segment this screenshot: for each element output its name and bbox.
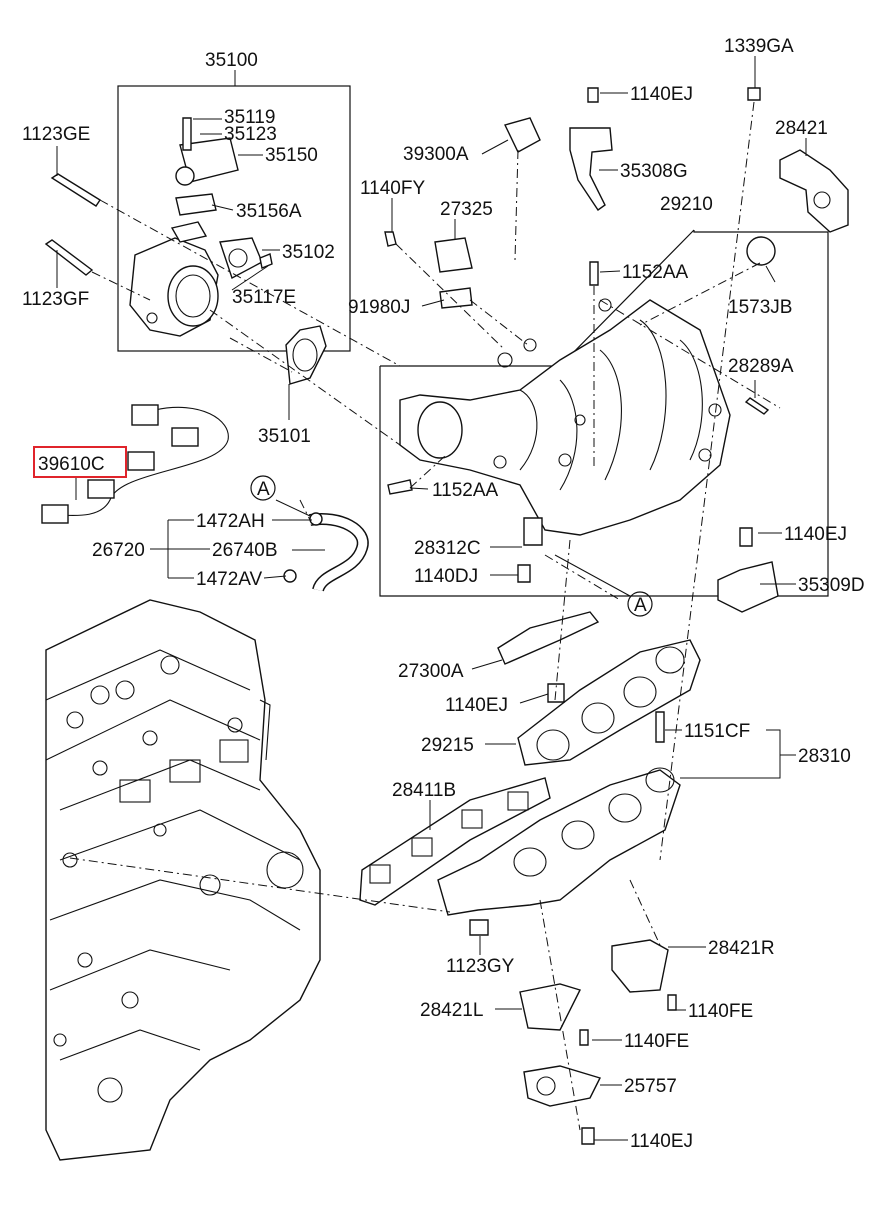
intake-manifold-illustration	[399, 298, 731, 536]
label-1339GA[interactable]: 1339GA	[724, 36, 794, 57]
label-28421R[interactable]: 28421R	[708, 938, 775, 959]
label-27300A[interactable]: 27300A	[398, 661, 464, 682]
label-91980J[interactable]: 91980J	[348, 297, 410, 318]
exhaust-manifold-illustration	[359, 611, 701, 1145]
label-28421L[interactable]: 28421L	[420, 1000, 483, 1021]
label-1140EJ-top[interactable]: 1140EJ	[630, 84, 693, 105]
label-29210[interactable]: 29210	[660, 194, 713, 215]
label-1123GF[interactable]: 1123GF	[22, 289, 89, 310]
part-labels: 35100 35119 35123 35150 35156A 35102 351…	[22, 36, 865, 1152]
label-35156A[interactable]: 35156A	[236, 201, 302, 222]
label-1140FE-right[interactable]: 1140FE	[688, 1001, 753, 1022]
label-1140EJ-right[interactable]: 1140EJ	[784, 524, 847, 545]
intake-manifold-group-frame	[379, 230, 829, 597]
label-1140EJ-bottom[interactable]: 1140EJ	[630, 1131, 693, 1152]
throttle-body-group-frame	[117, 85, 351, 352]
label-35102[interactable]: 35102	[282, 242, 335, 263]
label-1151CF[interactable]: 1151CF	[684, 721, 750, 742]
label-28411B[interactable]: 28411B	[392, 780, 456, 801]
label-35117E[interactable]: 35117E	[232, 287, 296, 308]
label-1140FY[interactable]: 1140FY	[360, 178, 425, 199]
hose-illustration	[283, 512, 369, 593]
label-1123GY[interactable]: 1123GY	[446, 956, 515, 977]
label-1152AA-top[interactable]: 1152AA	[622, 262, 689, 283]
ref-a-top-label: A	[257, 479, 270, 500]
wiring-harness-illustration	[41, 404, 229, 524]
label-1140EJ-mid[interactable]: 1140EJ	[445, 695, 508, 716]
label-25757[interactable]: 25757	[624, 1076, 677, 1097]
highlight-box-39610C	[33, 446, 127, 478]
label-35100[interactable]: 35100	[205, 50, 258, 71]
ref-circle-a-bottom	[627, 591, 653, 617]
label-1472AV[interactable]: 1472AV	[196, 569, 263, 590]
label-1140DJ[interactable]: 1140DJ	[414, 566, 478, 587]
leader-lines	[56, 56, 807, 1141]
label-1140FE-left[interactable]: 1140FE	[624, 1031, 689, 1052]
label-26720[interactable]: 26720	[92, 540, 145, 561]
label-35309D[interactable]: 35309D	[798, 575, 865, 596]
label-28421[interactable]: 28421	[775, 118, 828, 139]
ref-a-bottom-label: A	[634, 595, 647, 616]
throttle-body-illustration	[129, 117, 327, 385]
label-1152AA-mid[interactable]: 1152AA	[432, 480, 499, 501]
label-1573JB[interactable]: 1573JB	[728, 297, 792, 318]
assembly-lines	[69, 101, 781, 1131]
label-27325[interactable]: 27325	[440, 199, 493, 220]
label-28289A[interactable]: 28289A	[728, 356, 794, 377]
label-35150[interactable]: 35150	[265, 145, 318, 166]
label-1472AH[interactable]: 1472AH	[196, 511, 265, 532]
label-1123GE[interactable]: 1123GE	[22, 124, 90, 145]
label-26740B[interactable]: 26740B	[212, 540, 278, 561]
engine-block-illustration	[45, 599, 321, 1161]
label-29215[interactable]: 29215	[421, 735, 474, 756]
label-35101[interactable]: 35101	[258, 426, 311, 447]
label-35123[interactable]: 35123	[224, 124, 277, 145]
ref-circle-a-top	[250, 475, 276, 501]
bolts-1123-illustration	[44, 173, 101, 276]
label-35119[interactable]: 35119	[224, 107, 275, 128]
label-39300A[interactable]: 39300A	[403, 144, 469, 165]
sensors-illustration	[384, 87, 849, 613]
label-28310[interactable]: 28310	[798, 746, 851, 767]
label-28312C[interactable]: 28312C	[414, 538, 481, 559]
label-39610C[interactable]: 39610C	[38, 454, 105, 475]
label-35308G[interactable]: 35308G	[620, 161, 688, 182]
